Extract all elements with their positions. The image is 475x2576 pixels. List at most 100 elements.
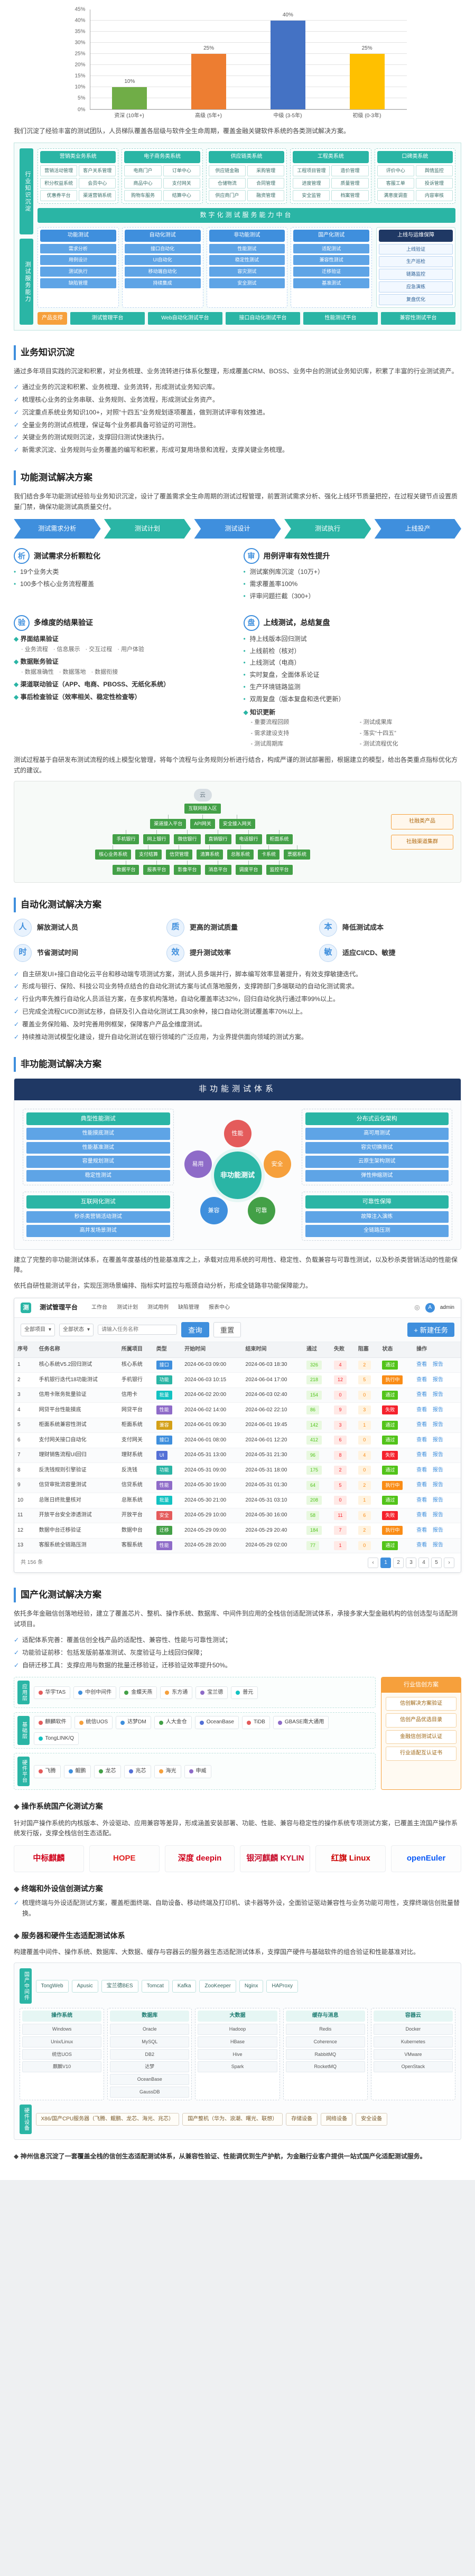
page-number-button[interactable]: 4 [418, 1558, 429, 1569]
func-col-item: 生产环境链路监测 [244, 682, 462, 693]
type-badge: 批量 [156, 1496, 172, 1505]
report-link[interactable]: 报告 [432, 1392, 443, 1398]
middleware-chip: Apusic [71, 1979, 98, 1993]
vendor-dot-icon [236, 1690, 240, 1695]
block-count-badge: 4 [358, 1450, 371, 1460]
view-link[interactable]: 查看 [416, 1407, 427, 1413]
page-number-button[interactable]: 3 [406, 1558, 416, 1569]
report-link[interactable]: 报告 [432, 1482, 443, 1488]
benefit-label: 解放测试人员 [37, 923, 79, 931]
cell-task-name[interactable]: 数据中台迁移验证 [35, 1523, 118, 1539]
platform-menu-item[interactable]: 测试计划 [117, 1304, 138, 1310]
vendor-dot-icon [128, 1769, 133, 1774]
view-link[interactable]: 查看 [416, 1437, 427, 1443]
report-link[interactable]: 报告 [432, 1542, 443, 1549]
service-group-title: 国产化测试 [293, 230, 369, 242]
platform-menu-item[interactable]: 缺陷管理 [178, 1304, 200, 1310]
test-process-flow: 测试需求分析测试计划测试设计测试执行上线投产 [14, 519, 461, 539]
nonfunc-banner: 非功能测试体系 [14, 1079, 461, 1101]
platform-navbar: 测 测试管理平台 工作台测试计划测试用例缺陷管理报表中心 ◎ A admin [14, 1298, 461, 1318]
view-link[interactable]: 查看 [416, 1392, 427, 1398]
report-link[interactable]: 报告 [432, 1452, 443, 1458]
vendor-name: 普元 [243, 1689, 254, 1695]
avatar[interactable]: A [425, 1303, 435, 1313]
status-select[interactable]: 全部状态▾ [59, 1323, 94, 1337]
system-node-label: 互联网接入区 [184, 804, 221, 814]
platform-menu-item[interactable]: 报表中心 [209, 1304, 230, 1310]
section-title-biz: 业务知识沉淀 [14, 345, 461, 361]
cell-task-name[interactable]: 网贷平台性能摸底 [35, 1402, 118, 1418]
page-number-button[interactable]: 2 [393, 1558, 404, 1569]
nonfunc-test-chip: 性能摸底测试 [26, 1128, 170, 1140]
status-badge: 通过 [382, 1541, 398, 1550]
report-link[interactable]: 报告 [432, 1407, 443, 1413]
industry-system-chip: 购物车服务 [124, 190, 162, 202]
vendor-chip: 兆芯 [124, 1765, 151, 1778]
report-link[interactable]: 报告 [432, 1376, 443, 1383]
view-link[interactable]: 查看 [416, 1362, 427, 1368]
cell-task-name[interactable]: 信用卡账务批量验证 [35, 1388, 118, 1403]
cell-task-name[interactable]: 理财销售流程UI回归 [35, 1448, 118, 1464]
new-task-button[interactable]: + 新建任务 [407, 1323, 454, 1337]
cell-task-name[interactable]: 手机银行迭代18功能测试 [35, 1372, 118, 1388]
connector-line [156, 860, 157, 865]
page-number-button[interactable]: 1 [380, 1558, 391, 1569]
industry-system-chip: 工程项目管理 [293, 165, 330, 176]
func-col-verify: 验 多维度的结果验证 界面结果验证 业务流程信息展示交互过程用户体验 数据账务验… [14, 615, 232, 749]
view-link[interactable]: 查看 [416, 1542, 427, 1549]
vendor-chip: 龙芯 [94, 1765, 121, 1778]
view-link[interactable]: 查看 [416, 1452, 427, 1458]
view-link[interactable]: 查看 [416, 1527, 427, 1533]
verify-group-title: 数据账务验证 [14, 657, 232, 667]
connector-line [209, 845, 210, 850]
system-node-label: 清算系统 [196, 849, 223, 860]
cell-task-name[interactable]: 反洗钱规则引擎验证 [35, 1462, 118, 1478]
search-button[interactable]: 查询 [181, 1322, 209, 1338]
view-link[interactable]: 查看 [416, 1482, 427, 1488]
next-page-button[interactable]: › [444, 1558, 454, 1569]
nonfunc-center: 非功能测试 [213, 1151, 262, 1199]
flow-step: 测试设计 [194, 519, 281, 539]
page-number-button[interactable]: 5 [431, 1558, 442, 1569]
flow-step: 测试执行 [284, 519, 371, 539]
prev-page-button[interactable]: ‹ [368, 1558, 378, 1569]
eco-item: Kubernetes [373, 2036, 453, 2047]
project-select[interactable]: 全部项目▾ [21, 1323, 55, 1337]
report-link[interactable]: 报告 [432, 1362, 443, 1368]
vendor-dot-icon [79, 1720, 83, 1725]
report-link[interactable]: 报告 [432, 1422, 443, 1428]
system-node-label: 微信银行 [174, 834, 201, 844]
cell-task-name[interactable]: 开放平台安全渗透测试 [35, 1508, 118, 1524]
type-badge: 安全 [156, 1511, 172, 1520]
platform-menu-item[interactable]: 工作台 [91, 1304, 108, 1310]
cell-task-name[interactable]: 信贷审批流容量测试 [35, 1478, 118, 1494]
cell-task-name[interactable]: 柜面系统兼容性测试 [35, 1418, 118, 1433]
search-input[interactable] [98, 1325, 178, 1335]
platform-menu-item[interactable]: 测试用例 [147, 1304, 169, 1310]
cell-index: 6 [14, 1432, 36, 1448]
view-link[interactable]: 查看 [416, 1497, 427, 1503]
cell-task-name[interactable]: 客服系统全链路压测 [35, 1538, 118, 1554]
view-link[interactable]: 查看 [416, 1422, 427, 1428]
platform-brand: 测试管理平台 [40, 1304, 78, 1311]
view-link[interactable]: 查看 [416, 1376, 427, 1383]
report-link[interactable]: 报告 [432, 1527, 443, 1533]
cell-task-name[interactable]: 总账日终批量核对 [35, 1493, 118, 1508]
view-link[interactable]: 查看 [416, 1467, 427, 1473]
report-link[interactable]: 报告 [432, 1437, 443, 1443]
report-link[interactable]: 报告 [432, 1467, 443, 1473]
notifications-icon[interactable]: ◎ [414, 1304, 420, 1311]
industry-systems: 评价中心舆情监控客服工单投诉管理满意度调查内容审核 [377, 165, 453, 202]
nonfunc-test-chip: 稳定性测试 [26, 1169, 170, 1182]
view-link[interactable]: 查看 [416, 1512, 427, 1518]
reset-button[interactable]: 重置 [213, 1322, 241, 1338]
report-link[interactable]: 报告 [432, 1497, 443, 1503]
cell-task-name[interactable]: 核心系统V5.2回归测试 [35, 1357, 118, 1373]
cell-task-name[interactable]: 支付网关接口自动化 [35, 1432, 118, 1448]
report-link[interactable]: 报告 [432, 1512, 443, 1518]
automation-bullet: 已完成全流程CI/CD测试左移，自研及引入自动化测试工具30余种，接口自动化测试… [14, 1007, 461, 1017]
benefit-label: 提升测试效率 [190, 948, 231, 957]
